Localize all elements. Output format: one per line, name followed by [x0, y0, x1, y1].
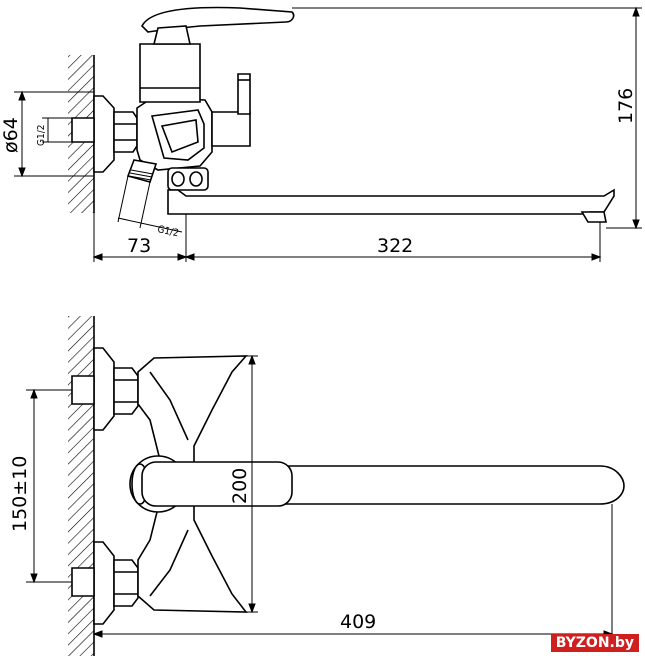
top-swivel-ring: [168, 168, 208, 190]
top-diverter-knob: [238, 74, 250, 114]
dim-diameter-label: ø64: [0, 117, 22, 153]
bottom-lower-pipe: [72, 568, 94, 596]
bottom-lower-nut: [114, 560, 138, 606]
dim-body-height-label: 200: [229, 468, 251, 504]
top-hose-thread: [129, 170, 153, 180]
dim-total-reach-label: 409: [340, 611, 376, 633]
top-pipe-stub: [72, 118, 94, 142]
top-body-bevel: [152, 110, 204, 160]
bottom-upper-pipe: [72, 376, 94, 404]
top-lever-stem: [154, 26, 190, 44]
bottom-front-view: [26, 316, 624, 656]
bottom-lower-flange: [94, 542, 114, 624]
bottom-dimension-lines: [26, 356, 612, 640]
top-cartridge-column: [140, 44, 200, 102]
bottom-upper-flange: [94, 348, 114, 430]
top-aerator: [582, 212, 606, 222]
dim-offset-label: 73: [127, 235, 151, 257]
top-dimension-lines: [14, 8, 642, 262]
dim-hose-thread-label: G1/2: [156, 224, 179, 239]
top-hex-nut: [114, 112, 137, 152]
bottom-wall-hatch: [68, 316, 94, 656]
dim-wall-thread-label: G1/2: [36, 125, 47, 146]
dim-spout-reach-label: 322: [377, 235, 413, 257]
bottom-handle-grip: [142, 462, 292, 506]
top-wall-flange: [94, 96, 114, 172]
top-spout: [168, 190, 614, 214]
dim-height-label: 176: [615, 88, 637, 124]
bottom-upper-nut: [114, 368, 138, 414]
dim-spacing-label: 150±10: [9, 456, 31, 532]
byzon-watermark: BYZON.by: [550, 634, 639, 652]
top-diverter-body: [212, 112, 250, 146]
top-side-view: [14, 8, 642, 262]
